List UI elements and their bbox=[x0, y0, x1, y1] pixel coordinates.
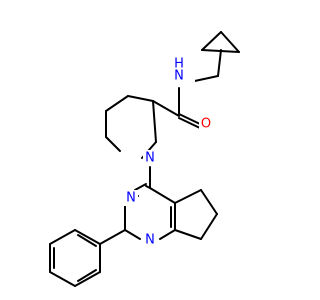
amide-hydrogen-label: H bbox=[174, 57, 184, 72]
piperidine-nitrogen-label: N bbox=[145, 151, 155, 166]
amide-group bbox=[152, 87, 201, 129]
pyrimidine-ring bbox=[124, 183, 176, 240]
atom-labels: N H O N N N bbox=[124, 57, 213, 248]
carbonyl-oxygen-label: O bbox=[201, 117, 211, 132]
pyrimidine-nitrogen-upper-label: N bbox=[126, 191, 136, 206]
molecule-structure: N H O N N N bbox=[49, 31, 240, 287]
cyclopropyl-ring bbox=[201, 31, 240, 53]
amide-nitrogen-label: N bbox=[174, 69, 184, 84]
pyrimidine-nitrogen-lower-label: N bbox=[145, 233, 155, 248]
cyclopentane-ring bbox=[174, 189, 218, 240]
piperidine-ring bbox=[105, 95, 157, 159]
phenyl-ring bbox=[49, 229, 126, 287]
